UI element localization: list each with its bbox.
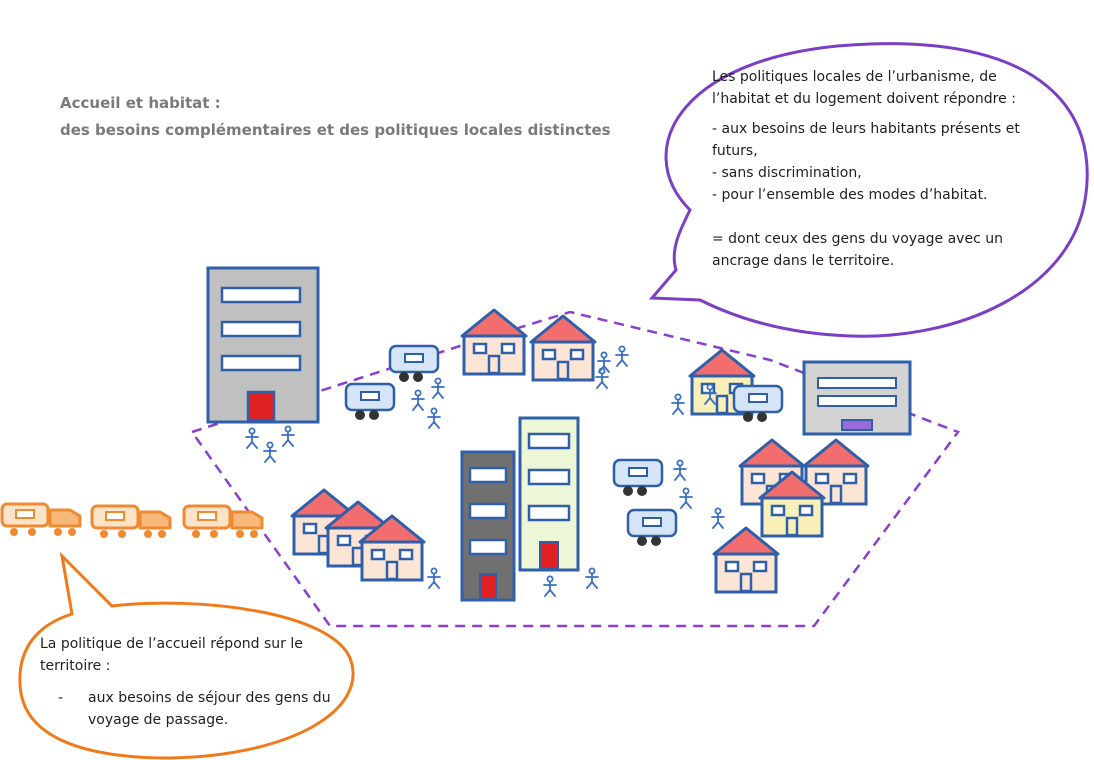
person: [711, 507, 725, 529]
accueil-item-2: voyage de passage.: [88, 712, 229, 728]
page-title: Accueil et habitat :: [60, 94, 221, 112]
dark-tower: [460, 450, 516, 602]
person: [679, 487, 693, 509]
house-right-3: [712, 526, 780, 594]
habitat-intro-line-1: Les politiques locales de l’urbanisme, d…: [712, 69, 997, 85]
light-tower: [518, 416, 580, 572]
caravan-2: [344, 382, 396, 422]
habitat-item-3: - pour l’ensemble des modes d’habitat.: [712, 187, 988, 203]
person: [411, 389, 425, 411]
convoy-1: [0, 502, 82, 538]
person: [543, 575, 557, 597]
bullet-dash: -: [58, 690, 64, 706]
convoy-2: [90, 504, 172, 540]
travel-convoy: [0, 502, 264, 540]
person: [615, 345, 629, 367]
caravan-5: [626, 508, 678, 548]
person: [431, 377, 445, 399]
habitat-item-1b: futurs,: [712, 143, 758, 159]
convoy-3: [182, 504, 264, 540]
person: [427, 407, 441, 429]
habitat-item-1a: - aux besoins de leurs habitants présent…: [712, 121, 1020, 137]
accueil-intro-line-1: La politique de l’accueil répond sur le: [40, 636, 303, 652]
person: [263, 441, 277, 463]
person: [671, 393, 685, 415]
flat-building: [802, 360, 912, 436]
habitat-item-2: - sans discrimination,: [712, 165, 862, 181]
habitat-conclusion-1: = dont ceux des gens du voyage avec un: [712, 231, 1003, 247]
person: [427, 567, 441, 589]
person: [585, 567, 599, 589]
house-top-1: [460, 308, 528, 376]
page-subtitle: des besoins complémentaires et des polit…: [60, 121, 611, 139]
accueil-intro-line-2: territoire :: [40, 658, 111, 674]
caravan-1: [388, 344, 440, 384]
accueil-item-1: aux besoins de séjour des gens du: [88, 690, 331, 706]
title-block: Accueil et habitat : des besoins complém…: [60, 90, 611, 144]
person: [281, 425, 295, 447]
person: [595, 367, 609, 389]
office-tower: [206, 266, 320, 424]
habitat-speech-bubble: [648, 42, 1089, 338]
person: [673, 459, 687, 481]
accueil-bubble-text: La politique de l’accueil répond sur le …: [40, 633, 331, 731]
caravan-4: [612, 458, 664, 498]
habitat-intro-line-2: l’habitat et du logement doivent répondr…: [712, 91, 1016, 107]
person: [245, 427, 259, 449]
caravan-3: [732, 384, 784, 424]
habitat-conclusion-2: ancrage dans le territoire.: [712, 253, 895, 269]
accueil-item-line-1: - aux besoins de séjour des gens du: [40, 687, 331, 709]
accueil-speech-bubble: [18, 551, 355, 760]
habitat-bubble-text: Les politiques locales de l’urbanisme, d…: [712, 66, 1020, 272]
house-top-2: [529, 314, 597, 382]
